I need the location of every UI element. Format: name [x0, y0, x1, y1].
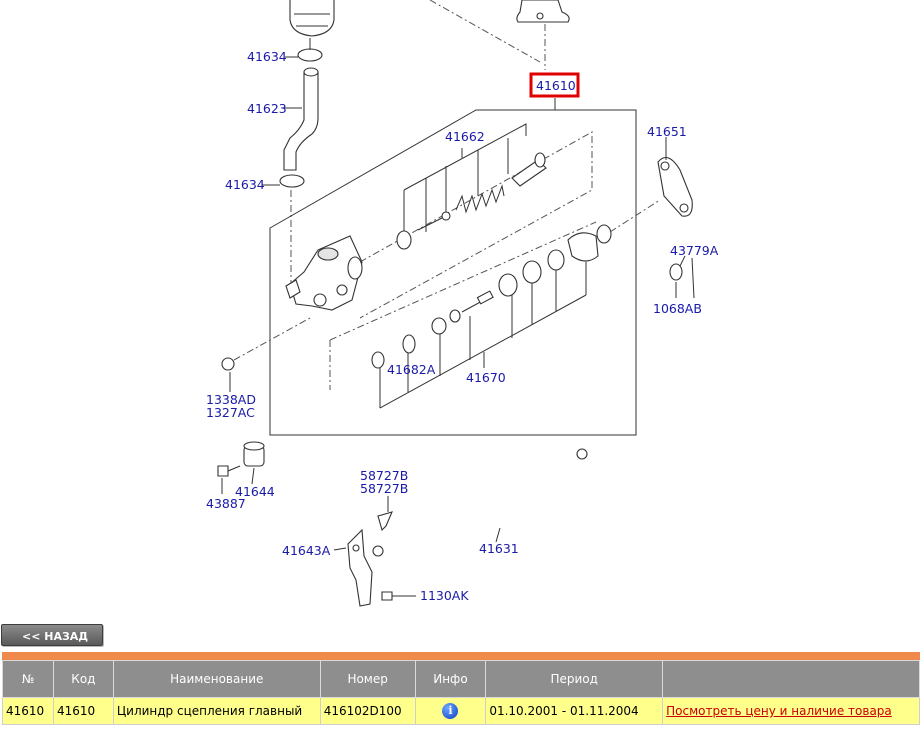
back-button[interactable]: << НАЗАД: [1, 624, 103, 646]
cell-code: 41610: [52, 697, 114, 725]
assembly-frame: [269, 98, 637, 436]
info-icon[interactable]: i: [442, 703, 459, 719]
label-41631[interactable]: 41631: [479, 541, 519, 556]
label-1338AD[interactable]: 1338AD: [206, 392, 256, 407]
label-41634-top[interactable]: 41634: [247, 49, 287, 64]
spring-part: [396, 152, 547, 250]
label-41634-lower[interactable]: 41634: [225, 177, 265, 192]
label-1130AK[interactable]: 1130AK: [420, 588, 469, 603]
gasket-part: [609, 156, 695, 299]
clip-part: [377, 496, 393, 532]
label-41644[interactable]: 41644: [235, 484, 275, 499]
header-name: Наименование: [112, 660, 321, 698]
parts-diagram: 41634 41623 41634 41610 41662 41651 4377…: [206, 0, 719, 607]
bolt-1338-part: [221, 317, 311, 371]
header-extra: [662, 660, 920, 698]
label-41670[interactable]: 41670: [466, 370, 506, 385]
label-1327AC[interactable]: 1327AC: [206, 405, 255, 420]
parts-table: № Код Наименование Номер Инфо Период 416…: [2, 660, 920, 725]
bracket-41643A-part: [347, 528, 416, 607]
pipe-part: [372, 448, 606, 562]
label-58727B-1[interactable]: 58727B: [360, 468, 408, 483]
cell-number: 416102D100: [319, 697, 416, 725]
header-period: Период: [485, 660, 664, 698]
cell-num: 41610: [2, 697, 54, 725]
label-43887[interactable]: 43887: [206, 496, 246, 511]
header-code: Код: [52, 660, 114, 698]
label-41662[interactable]: 41662: [445, 129, 485, 144]
leader-lines: [221, 56, 686, 551]
master-cylinder-body-part: [285, 235, 363, 311]
label-41610[interactable]: 41610: [536, 78, 576, 93]
header-num: №: [2, 660, 54, 698]
table-header-row: № Код Наименование Номер Инфо Период: [2, 660, 920, 698]
label-1068AB[interactable]: 1068AB: [653, 301, 702, 316]
label-58727B-2[interactable]: 58727B: [360, 481, 408, 496]
hose-assembly-part: [279, 38, 323, 285]
label-41682A[interactable]: 41682A: [387, 362, 436, 377]
cell-name: Цилиндр сцепления главный: [112, 697, 321, 725]
cell-period: 01.10.2001 - 01.11.2004: [485, 697, 664, 725]
price-availability-link[interactable]: Посмотреть цену и наличие товара: [666, 704, 892, 718]
header-info: Инфо: [414, 660, 487, 698]
label-43779A[interactable]: 43779A: [670, 243, 719, 258]
label-41651[interactable]: 41651: [647, 124, 687, 139]
piston-parts: [371, 224, 612, 369]
header-number: Номер: [319, 660, 416, 698]
cell-info: i: [414, 697, 487, 725]
bushing-part: [217, 441, 265, 477]
reservoir-part: [289, 0, 335, 37]
table-row[interactable]: 41610 41610 Цилиндр сцепления главный 41…: [2, 697, 920, 725]
label-41623[interactable]: 41623: [247, 101, 287, 116]
bracket-top-part: [429, 0, 570, 70]
cell-link: Посмотреть цену и наличие товара: [662, 697, 920, 725]
label-41643A[interactable]: 41643A: [282, 543, 331, 558]
highlight-box: [529, 72, 580, 98]
accent-bar: [2, 652, 920, 660]
